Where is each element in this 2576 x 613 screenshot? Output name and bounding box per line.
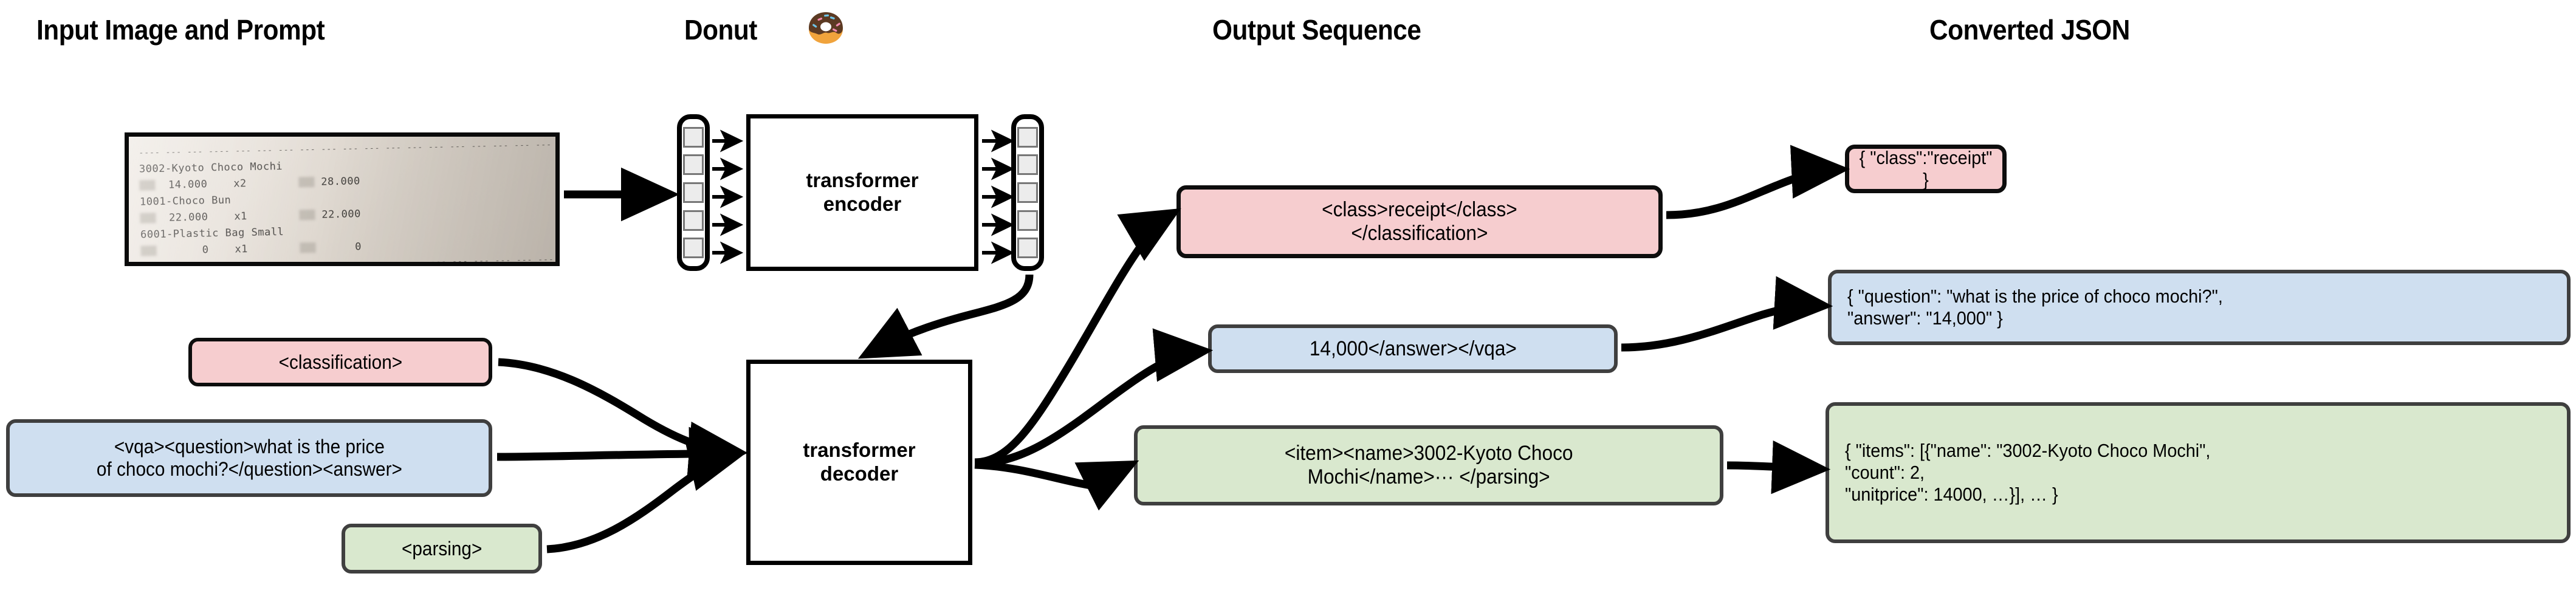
redaction-block (139, 180, 156, 191)
vqa-output-box[interactable]: 14,000</answer></vqa> (1208, 324, 1618, 373)
classification-prompt-text: <classification> (278, 351, 402, 373)
parsing-prompt-box[interactable]: <parsing> (342, 524, 542, 574)
vqa-json-box[interactable]: { "question": "what is the price of choc… (1828, 270, 2571, 345)
token-cell (683, 182, 704, 203)
transformer-decoder-label: transformer decoder (803, 439, 916, 485)
token-cell (1017, 182, 1038, 203)
receipt-text: ---- --- --- ---- --- --- --- --- --- --… (129, 137, 555, 262)
token-cell (683, 210, 704, 231)
vqa-prompt-box[interactable]: <vqa><question>what is the price of choc… (6, 419, 492, 497)
vqa-prompt-text: <vqa><question>what is the price of choc… (96, 436, 402, 480)
token-cell (1017, 154, 1038, 176)
transformer-encoder-label: transformer encoder (806, 169, 919, 215)
classification-output-box[interactable]: <class>receipt</class> </classification> (1176, 185, 1663, 258)
classification-json-text: { "class":"receipt" } (1859, 147, 1993, 190)
redaction-block (140, 245, 157, 256)
column-header-input-image-and-prompt: Input Image and Prompt (36, 14, 325, 46)
redaction-block (140, 213, 156, 224)
token-cell (1017, 126, 1038, 148)
parsing-prompt-text: <parsing> (401, 537, 483, 560)
column-header-donut: Donut (684, 14, 757, 46)
parsing-json-text: { "items": [{"name": "3002-Kyoto Choco M… (1845, 440, 2211, 505)
column-header-converted-json: Converted JSON (1929, 14, 2130, 46)
transformer-encoder-box: transformer encoder (746, 114, 978, 271)
classification-prompt-box[interactable]: <classification> (188, 338, 492, 386)
redaction-block (300, 242, 316, 253)
transformer-decoder-box: transformer decoder (746, 360, 972, 565)
classification-output-text: <class>receipt</class> </classification> (1322, 198, 1517, 245)
vqa-json-text: { "question": "what is the price of choc… (1847, 286, 2223, 329)
encoder-output-token-strip (1011, 114, 1044, 271)
encoder-input-token-strip (677, 114, 710, 271)
classification-json-box[interactable]: { "class":"receipt" } (1845, 145, 2007, 193)
token-cell (1017, 238, 1038, 259)
parsing-output-box[interactable]: <item><name>3002-Kyoto Choco Mochi</name… (1134, 425, 1723, 505)
donut-icon (809, 12, 843, 44)
redaction-block (299, 209, 315, 221)
receipt-photo: ---- --- --- ---- --- --- --- --- --- --… (125, 132, 560, 266)
token-cell (683, 238, 704, 259)
parsing-json-box[interactable]: { "items": [{"name": "3002-Kyoto Choco M… (1826, 402, 2571, 543)
token-cell (1017, 210, 1038, 231)
column-header-output-sequence: Output Sequence (1212, 14, 1421, 46)
vqa-output-text: 14,000</answer></vqa> (1309, 337, 1517, 360)
parsing-output-text: <item><name>3002-Kyoto Choco Mochi</name… (1284, 442, 1573, 488)
token-cell (683, 154, 704, 176)
redaction-block (298, 176, 315, 188)
token-cell (683, 126, 704, 148)
